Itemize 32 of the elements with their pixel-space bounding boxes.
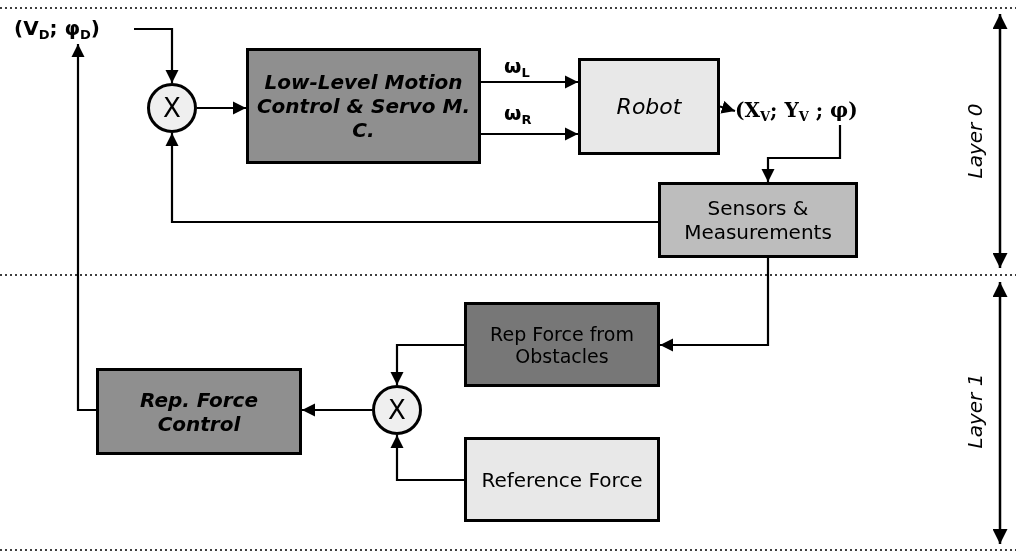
arrow xyxy=(761,125,842,182)
box-label: Sensors & Measurements xyxy=(683,196,833,244)
arrow xyxy=(134,27,179,83)
arrow xyxy=(660,258,770,352)
arrow xyxy=(390,435,464,482)
arrow xyxy=(197,101,246,115)
operator-symbol: X xyxy=(388,397,406,423)
input-label: (V$_{D}$; φ$_{D}$) xyxy=(14,16,100,42)
process-box xyxy=(464,302,660,387)
arrow xyxy=(719,100,736,114)
box-label: Robot xyxy=(616,94,682,119)
layer-label: Layer 1 xyxy=(962,373,987,449)
process-box xyxy=(96,368,302,455)
arrow xyxy=(481,127,578,141)
box-label: Reference Force xyxy=(481,467,643,492)
box-label: Rep. Force Control xyxy=(139,387,259,436)
arrow xyxy=(71,44,96,412)
summing-junction xyxy=(372,385,422,435)
arrow xyxy=(302,403,372,417)
layer-label: Layer 0 xyxy=(962,103,987,179)
arrow xyxy=(165,133,658,224)
process-box xyxy=(578,58,720,155)
box-label: Low-Level Motion Control & Servo M. C. xyxy=(255,70,472,142)
operator-symbol: X xyxy=(163,95,181,121)
arrow xyxy=(390,343,464,385)
box-label: Rep Force from Obstacles xyxy=(489,322,635,367)
process-box xyxy=(246,48,481,164)
process-box xyxy=(658,182,858,258)
arrow xyxy=(481,75,578,89)
output-label: (X$_{V}$; Y$_{V}$ ; φ) xyxy=(735,98,858,124)
summing-junction xyxy=(147,83,197,133)
process-box xyxy=(464,437,660,522)
